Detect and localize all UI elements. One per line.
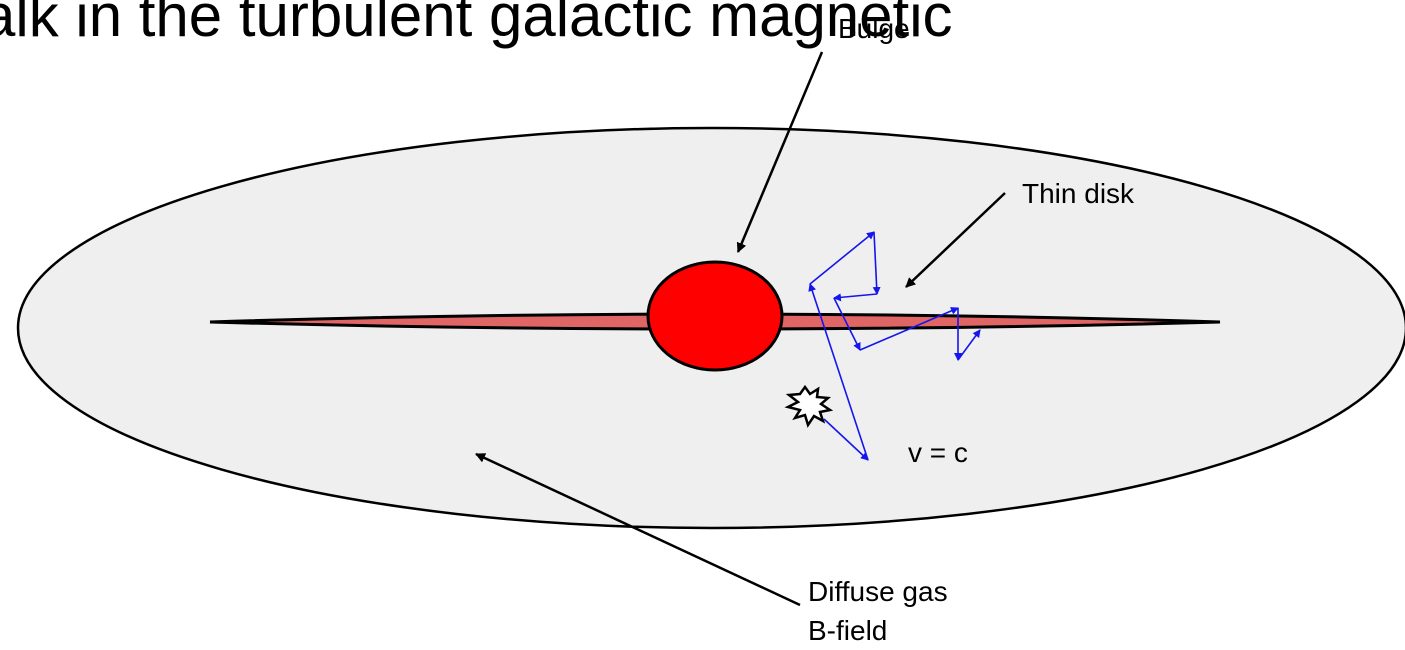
bulge	[648, 262, 782, 370]
b-field-label: B-field	[808, 615, 887, 646]
bulge-label: Bulge	[838, 13, 910, 44]
slide-title: alk in the turbulent galactic magnetic	[0, 0, 953, 49]
diffuse-gas-label: Diffuse gas	[808, 576, 948, 607]
thin-disk-label: Thin disk	[1022, 178, 1135, 209]
speed-label: v = c	[908, 437, 968, 468]
